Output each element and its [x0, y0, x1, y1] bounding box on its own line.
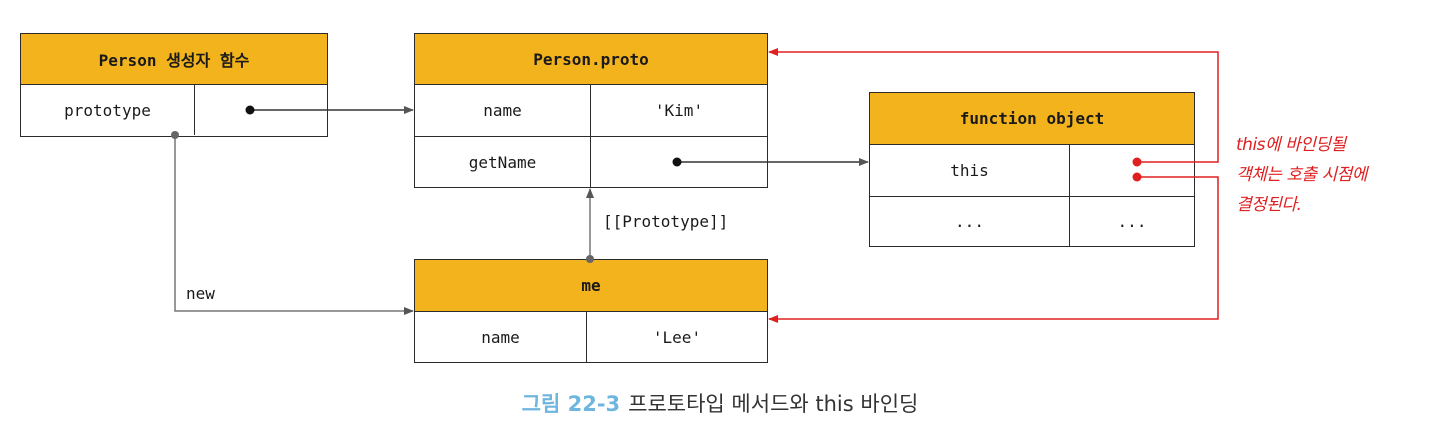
prototype-value-cell [194, 85, 327, 135]
proto-box: Person.proto name 'Kim' getName [414, 33, 768, 188]
prototype-chain-label: [[Prototype]] [603, 212, 729, 231]
function-object-box: function object this ... ... [869, 92, 1195, 247]
new-arrow [174, 135, 414, 315]
annotation-line-1: this에 바인딩될 [1236, 135, 1346, 155]
proto-getname-key: getName [468, 152, 537, 172]
function-row-ellipsis: ... ... [870, 196, 1194, 246]
this-to-me-arrow [768, 176, 1219, 323]
prototype-chain-dot [586, 255, 594, 263]
proto-box-title: Person.proto [415, 34, 767, 85]
proto-name-key: name [483, 101, 522, 120]
function-ellipsis-key: ... [955, 212, 984, 231]
figure-caption: 그림 22-3 프로토타입 메서드와 this 바인딩 [0, 388, 1440, 418]
new-origin-dot [171, 131, 179, 139]
instance-box: me name 'Lee' [414, 259, 768, 363]
function-box-title: function object [870, 93, 1194, 145]
figure-number: 그림 22-3 [521, 392, 621, 416]
figure-caption-text: 프로토타입 메서드와 this 바인딩 [628, 392, 919, 416]
this-dot-upper [1132, 157, 1142, 167]
proto-name-value: 'Kim' [590, 85, 767, 136]
instance-name-value: 'Lee' [586, 312, 767, 362]
this-dot-lower [1132, 172, 1142, 182]
this-to-proto-arrow [768, 48, 1219, 163]
prototype-pointer-dot [245, 105, 255, 115]
proto-row-name: name 'Kim' [415, 85, 767, 136]
annotation-line-2: 객체는 호출 시점에 [1236, 165, 1367, 185]
prototype-key: prototype [64, 100, 151, 120]
function-this-key: this [950, 161, 989, 180]
annotation-line-3: 결정된다. [1236, 195, 1302, 215]
constructor-box-title: Person 생성자 함수 [21, 34, 327, 85]
function-row-this: this [870, 145, 1194, 196]
proto-row-getname: getName [415, 136, 767, 187]
instance-name-key: name [481, 327, 520, 347]
function-this-value [1069, 145, 1194, 196]
this-binding-annotation: this에 바인딩될 객체는 호출 시점에 결정된다. [1236, 130, 1367, 220]
proto-getname-value [590, 137, 767, 187]
new-label: new [186, 284, 215, 303]
getname-pointer-dot [672, 157, 682, 167]
function-ellipsis-value: ... [1069, 197, 1194, 246]
instance-row-name: name 'Lee' [415, 312, 767, 362]
constructor-box: Person 생성자 함수 prototype [20, 33, 328, 137]
instance-box-title: me [415, 260, 767, 312]
